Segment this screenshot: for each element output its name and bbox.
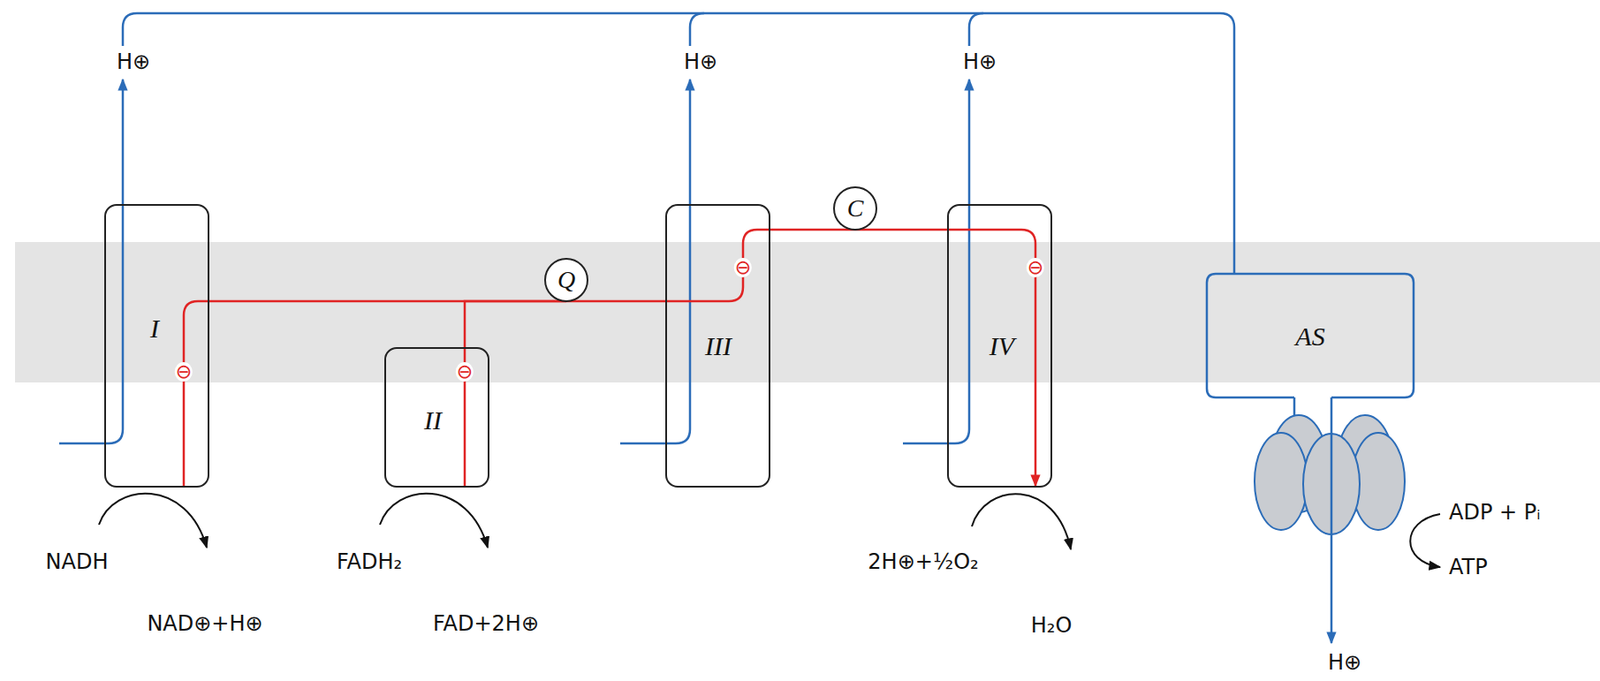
complex-box: I (104, 204, 210, 488)
electron-transfer-line (770, 228, 856, 232)
substrate-label: FADH₂ (336, 550, 402, 574)
carrier-circle: C (833, 186, 878, 231)
proton-path (620, 79, 691, 444)
complex-box: IV (947, 204, 1053, 488)
node-label: II (424, 407, 442, 434)
electron-symbol: ⊖ (1026, 257, 1045, 278)
substrate-label: NADH (45, 550, 109, 574)
node-label: AS (1295, 323, 1325, 350)
synthase-subunit (1254, 432, 1308, 531)
complex-box: II (384, 347, 490, 488)
carrier-circle-outline (834, 187, 877, 230)
product-label: ATP (1448, 555, 1488, 579)
substrate-label: ADP + Pᵢ (1448, 500, 1541, 524)
product-label: H₂O (1031, 614, 1073, 637)
proton-path (1330, 397, 1334, 644)
proton-label: H⊕ (963, 50, 997, 74)
node-label: IV (989, 333, 1015, 360)
electron-transfer-line (855, 228, 948, 232)
substrate-label: 2H⊕+½O₂ (867, 550, 979, 574)
synthase-membrane-part (1206, 273, 1414, 398)
node-label: C (847, 196, 865, 221)
proton-label: H⊕ (683, 50, 718, 74)
proton-path (59, 79, 123, 444)
proton-label: H⊕ (1327, 651, 1362, 675)
membrane-band (15, 242, 1600, 383)
node-label: I (150, 315, 160, 342)
electron-path (947, 229, 1036, 486)
electron-symbol: ⊖ (734, 257, 752, 278)
electron-transfer-line (566, 300, 666, 304)
electron-symbol: ⊖ (174, 362, 193, 382)
electron-symbol: ⊖ (455, 362, 474, 382)
proton-path (902, 79, 970, 444)
product-label: NAD⊕+H⊕ (146, 612, 263, 636)
node-label: Q (557, 267, 576, 293)
reaction-arrow (98, 493, 207, 548)
complex-box: III (665, 204, 771, 488)
reaction-arrow (971, 493, 1071, 550)
node-label: III (705, 333, 732, 360)
proton-return-line (969, 13, 984, 46)
proton-return-line (122, 13, 1235, 274)
carrier-circle: Q (544, 257, 589, 303)
electron-path (183, 301, 210, 488)
atp-synthase: AS (1206, 273, 1414, 398)
electron-transfer-line (464, 301, 567, 348)
proton-return-line (690, 13, 705, 46)
product-label: FAD+2H⊕ (432, 612, 539, 636)
carrier-circle-outline (545, 258, 588, 302)
proton-label: H⊕ (116, 50, 151, 74)
electron-path (665, 229, 771, 302)
reaction-arrow (379, 493, 488, 548)
reaction-arrow (1410, 514, 1441, 568)
